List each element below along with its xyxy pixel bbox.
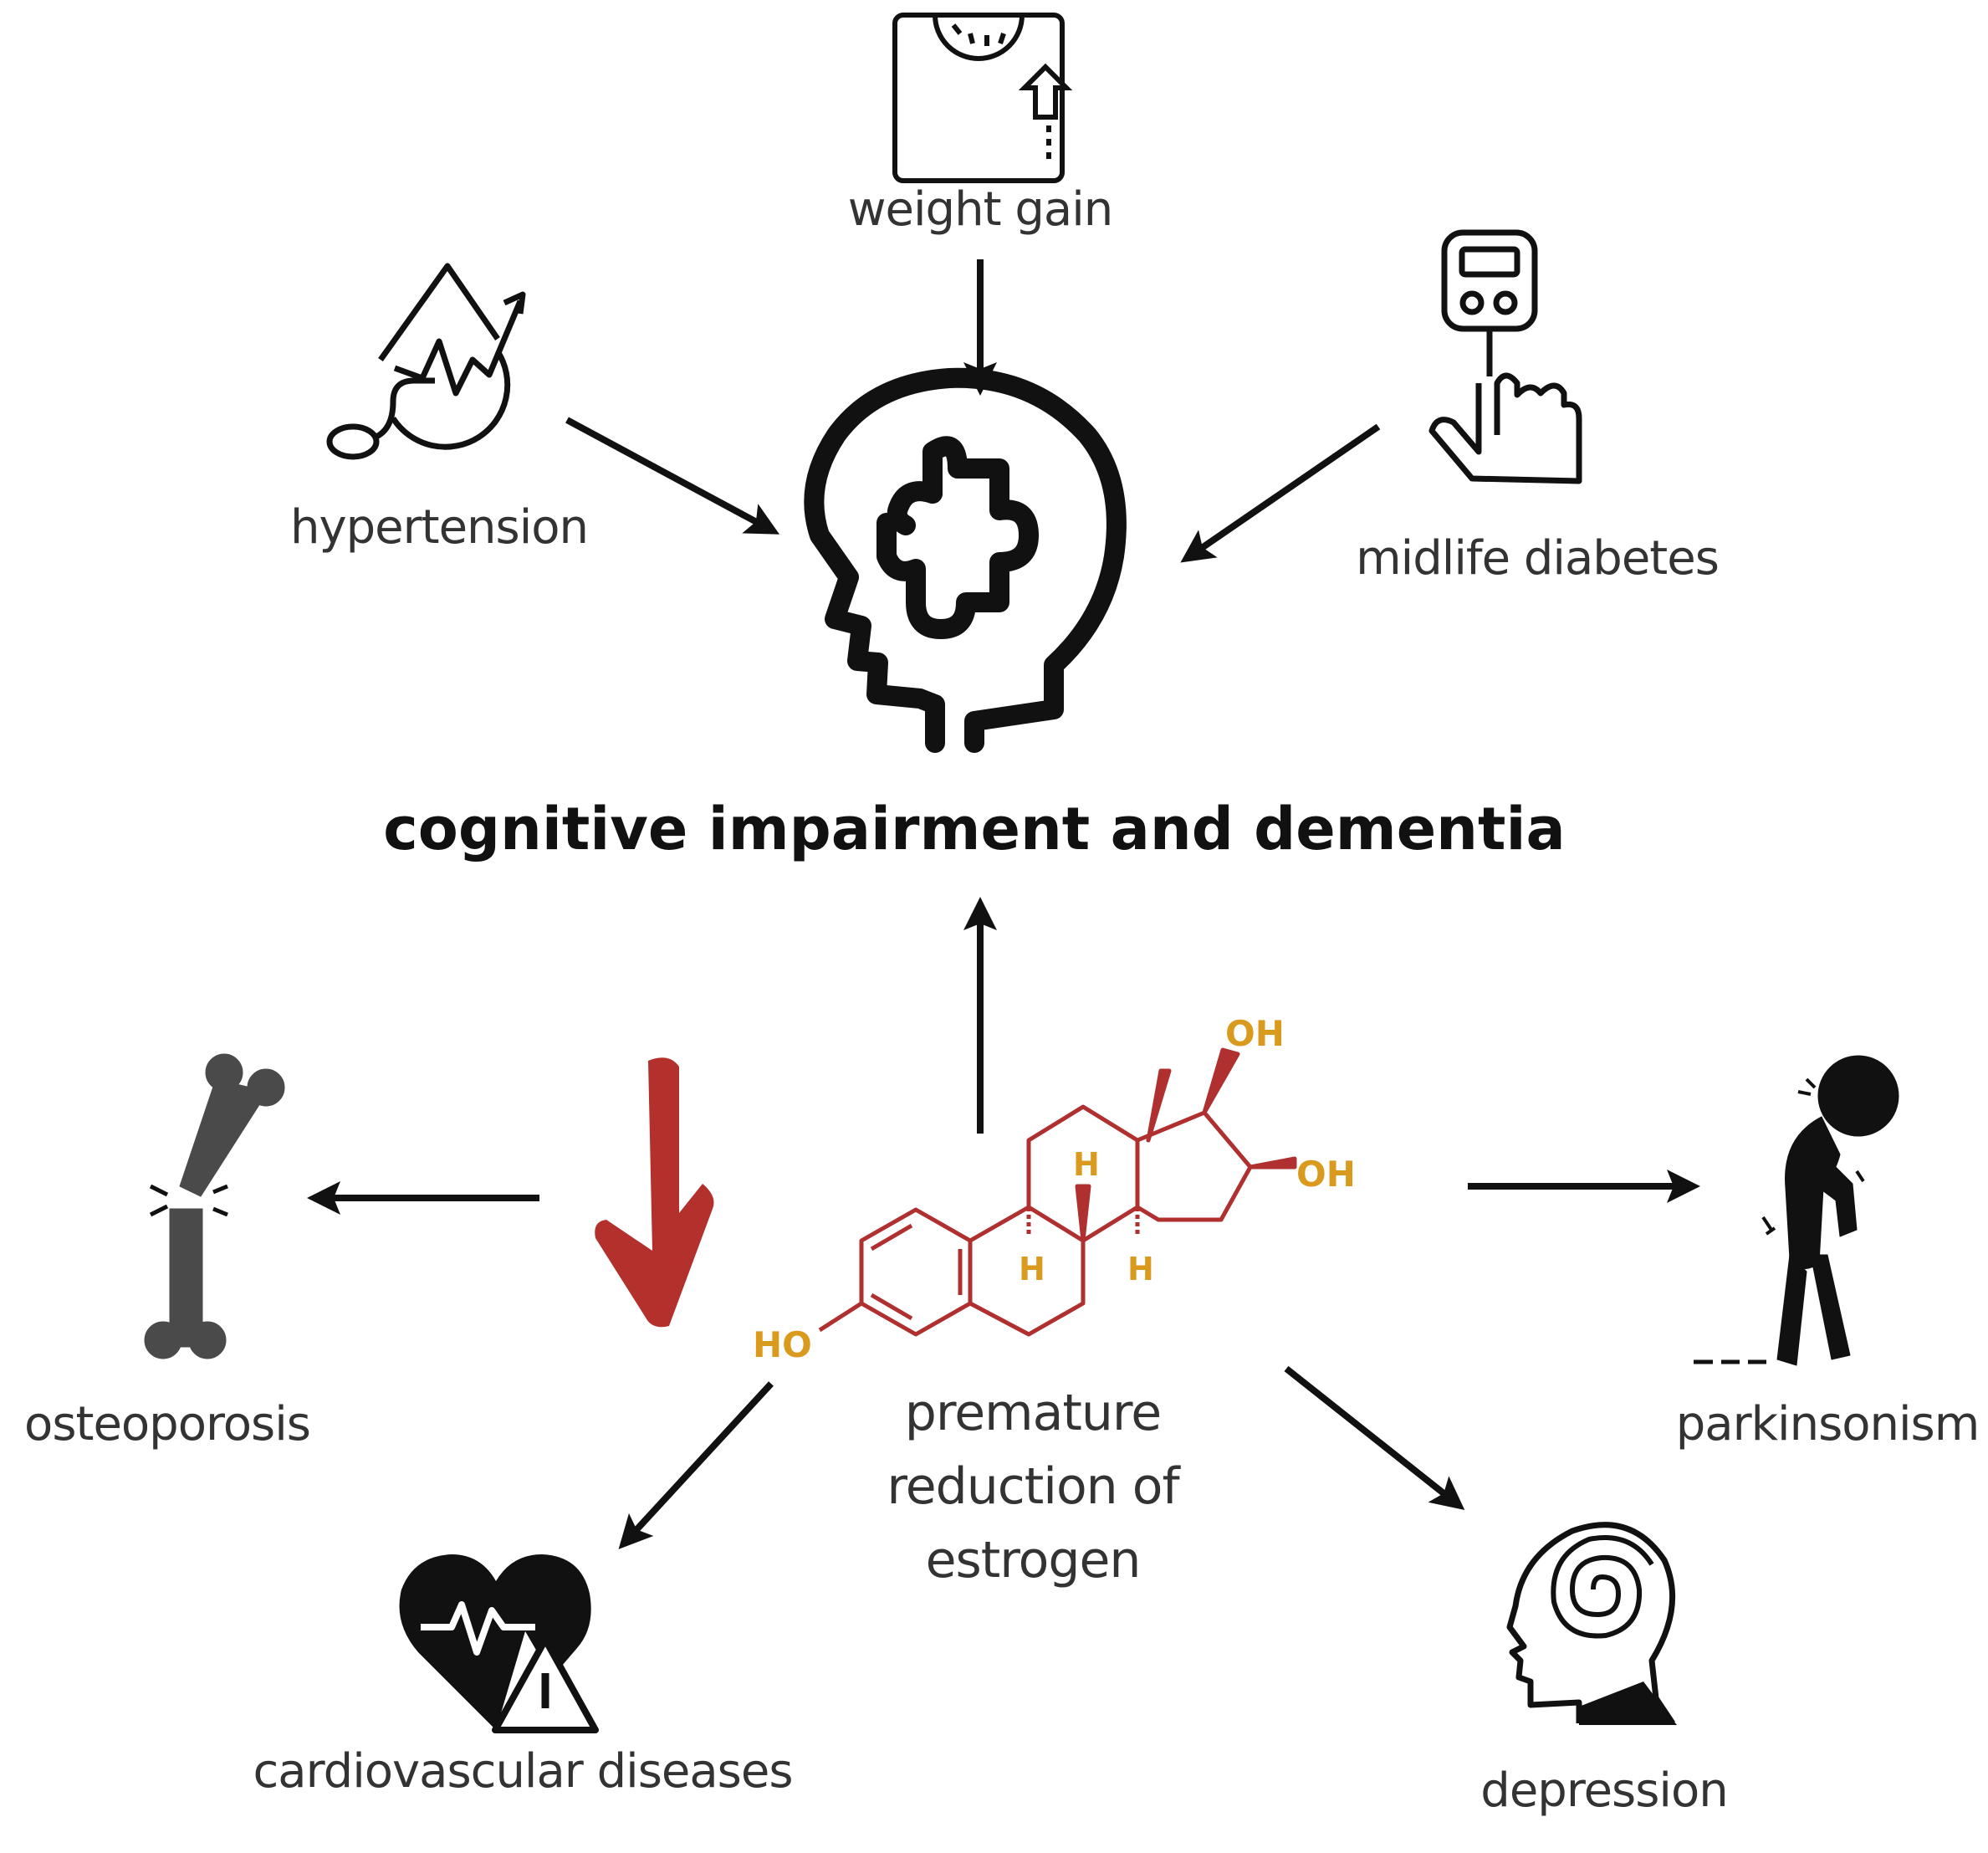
oh-top-group: OH <box>1225 1013 1285 1054</box>
osteoporosis-label: osteoporosis <box>24 1397 311 1451</box>
hypertension-label: hypertension <box>289 500 589 555</box>
arrow-diabetes-to-brain <box>1180 423 1381 563</box>
estradiol-molecule-icon <box>818 1047 1297 1337</box>
depression-label: depression <box>1480 1763 1728 1818</box>
arrow-estrogen-to-depression <box>1284 1365 1465 1510</box>
midlife-diabetes-label: midlife diabetes <box>1356 531 1720 586</box>
head-puzzle-icon <box>804 367 1127 753</box>
ho-left-group: HO <box>753 1324 812 1365</box>
stooped-person-icon <box>1694 1055 1899 1366</box>
h-group-c9: H <box>1019 1251 1045 1287</box>
spiral-head-icon <box>1506 1522 1677 1725</box>
center-title: cognitive impairment and dementia <box>383 795 1566 863</box>
glucose-meter-icon <box>1428 229 1582 484</box>
estrogen-label-line3: estrogen <box>925 1531 1142 1589</box>
down-arrow-icon <box>595 1057 714 1328</box>
blood-pressure-icon <box>326 263 526 460</box>
arrow-hypertension-to-brain <box>565 417 780 535</box>
weight-gain-label: weight gain <box>847 182 1114 237</box>
oh-right-group: OH <box>1296 1154 1356 1195</box>
cardiovascular-label: cardiovascular diseases <box>253 1744 794 1799</box>
heart-warning-icon <box>399 1554 599 1733</box>
h-group-c14: H <box>1127 1251 1154 1287</box>
estrogen-label: premature reduction of estrogen <box>887 1376 1179 1597</box>
estrogen-groups: OH OH HO H H H <box>753 1013 1356 1365</box>
parkinsonism-label: parkinsonism <box>1675 1397 1980 1451</box>
estrogen-label-line1: premature <box>904 1384 1162 1442</box>
estrogen-label-line2: reduction of <box>887 1457 1179 1516</box>
broken-bone-icon <box>144 1053 285 1359</box>
h-group-c8: H <box>1073 1146 1100 1183</box>
weighing-scale-icon <box>892 13 1073 183</box>
arrow-estrogen-to-cardiovascular <box>618 1381 774 1549</box>
arrows <box>307 259 1700 1549</box>
